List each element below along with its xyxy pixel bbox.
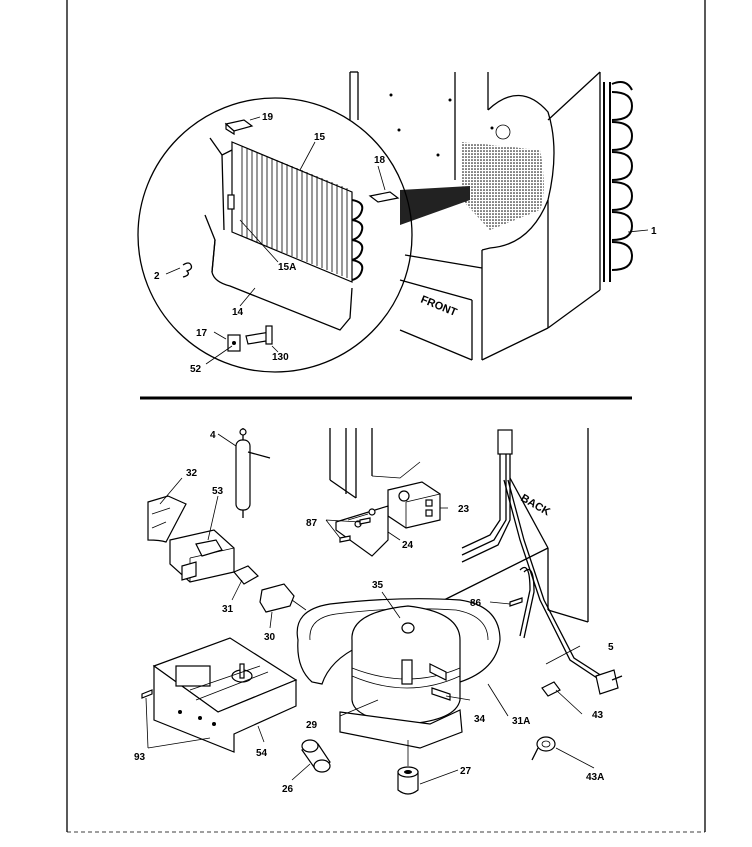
cord-clamp-43a [531, 736, 556, 761]
leader-lines [145, 433, 595, 785]
drain-heater-tube [204, 214, 353, 331]
part-label-31: 31 [222, 604, 234, 615]
evaporator-coil [209, 137, 364, 283]
part-label-53: 53 [212, 486, 224, 497]
part-label-1: 1 [651, 226, 657, 237]
cord-clip-43 [541, 681, 561, 697]
part-label-17: 17 [196, 328, 208, 339]
clip-31 [233, 565, 259, 585]
filter-drier-4 [235, 428, 271, 518]
part-label-15a: 15A [278, 262, 296, 273]
part-label-86: 86 [470, 598, 482, 609]
part-label-30: 30 [264, 632, 276, 643]
power-cord [519, 566, 623, 695]
capacitor-26 [301, 739, 331, 773]
part-label-43: 43 [592, 710, 604, 721]
cover-30 [259, 583, 295, 613]
part-label-4: 4 [210, 430, 216, 441]
part-label-32: 32 [186, 468, 198, 479]
part-label-35: 35 [372, 580, 384, 591]
screw-93 [141, 689, 153, 699]
part-label-43a: 43A [586, 772, 604, 783]
part-label-93: 93 [134, 752, 146, 763]
part-label-26: 26 [282, 784, 294, 795]
compressor [339, 605, 463, 749]
part-label-130: 130 [272, 352, 289, 363]
wiring-harness [461, 429, 603, 681]
part-label-31a: 31A [512, 716, 530, 727]
page-frame [66, 0, 706, 833]
screws-87 [339, 517, 371, 543]
back-label: BACK [519, 492, 553, 518]
detail-circle [137, 97, 413, 373]
screw-86 [509, 597, 523, 607]
condenser-coil [603, 81, 634, 282]
part-label-18: 18 [374, 155, 386, 166]
part-label-34: 34 [474, 714, 486, 725]
part-label-24: 24 [402, 540, 414, 551]
bracket-24 [335, 505, 389, 557]
clip-2 [182, 262, 193, 278]
part-label-29: 29 [306, 720, 318, 731]
part-label-5: 5 [608, 642, 614, 653]
part-label-52: 52 [190, 364, 202, 375]
part-label-54: 54 [256, 748, 268, 759]
pad-18 [368, 191, 400, 203]
part-label-23: 23 [458, 504, 470, 515]
rear-cabinet [329, 428, 589, 623]
refrigerator-cabinet [349, 71, 601, 361]
part-label-27: 27 [460, 766, 472, 777]
relay-cover-32 [147, 495, 187, 543]
part-label-87: 87 [306, 518, 318, 529]
part-label-15: 15 [314, 132, 326, 143]
part-label-14: 14 [232, 307, 244, 318]
evaporator-cavity [400, 142, 544, 230]
part-label-2: 2 [154, 271, 160, 282]
part-label-19: 19 [262, 112, 274, 123]
control-box-54 [152, 637, 298, 753]
front-label: FRONT [419, 294, 459, 319]
grommet-27 [397, 766, 419, 795]
overload-53 [169, 529, 235, 583]
relay-23 [387, 481, 441, 529]
